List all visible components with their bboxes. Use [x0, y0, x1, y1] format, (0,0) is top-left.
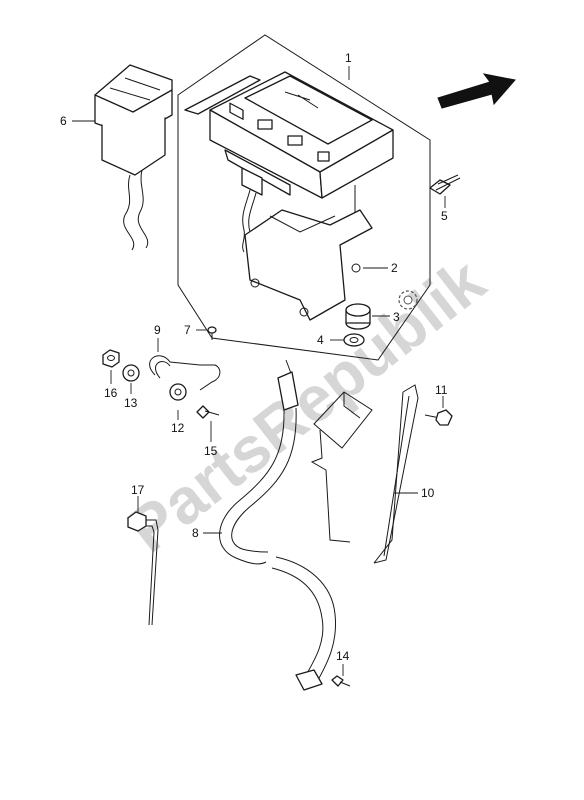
callout-5: 5	[441, 209, 448, 223]
callout-14: 14	[336, 649, 350, 663]
screw-5	[429, 174, 461, 195]
callout-13: 13	[124, 396, 138, 410]
meter-bracket	[244, 209, 373, 321]
callout-11: 11	[435, 383, 448, 397]
meter-assembly	[184, 71, 394, 255]
front-direction-arrow-icon	[437, 73, 516, 109]
callout-15: 15	[204, 444, 218, 458]
washer-4	[343, 333, 365, 347]
cable-tie	[127, 511, 159, 626]
screw-14	[331, 675, 351, 687]
callout-9: 9	[154, 323, 161, 337]
callout-1: 1	[345, 51, 352, 65]
callout-3: 3	[393, 310, 400, 324]
leader-lines	[72, 66, 446, 676]
bolt-11	[424, 409, 453, 426]
washer-12	[169, 383, 187, 401]
callout-8: 8	[192, 526, 199, 540]
callout-16: 16	[104, 386, 118, 400]
wire-hook	[149, 355, 221, 391]
callout-labels: 1 2 3 4 5 6 7 8 9 10 11 12 13 14 15 16 1…	[60, 51, 448, 663]
callout-6: 6	[60, 114, 67, 128]
callout-7: 7	[184, 323, 191, 337]
callout-2: 2	[391, 261, 398, 275]
screw-15	[196, 405, 220, 419]
cable-guide	[373, 384, 419, 564]
washer-13	[122, 364, 140, 382]
assembly-frame	[177, 34, 431, 361]
screw-7	[207, 326, 217, 340]
gear-icon	[398, 290, 418, 310]
callout-10: 10	[421, 486, 435, 500]
callout-17: 17	[131, 483, 145, 497]
callout-4: 4	[317, 333, 324, 347]
callout-12: 12	[171, 421, 185, 435]
wire-holder	[310, 391, 373, 543]
connector-relay	[94, 64, 173, 251]
cushion	[345, 303, 371, 330]
nut-16	[102, 349, 120, 368]
speedometer-cable	[219, 359, 337, 691]
